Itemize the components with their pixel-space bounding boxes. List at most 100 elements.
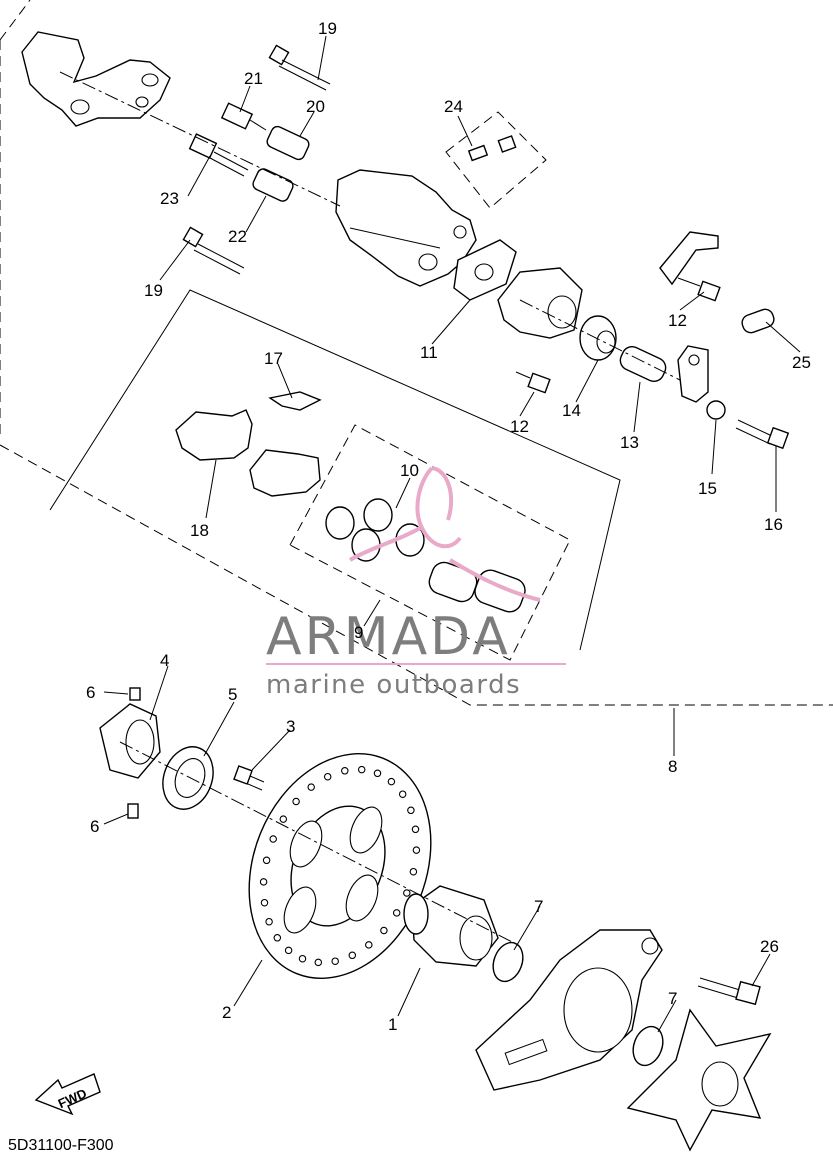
callout-5: 5 xyxy=(228,685,237,704)
disc-vent-hole xyxy=(365,941,373,949)
callout-11: 11 xyxy=(420,343,438,362)
center-line-mc xyxy=(519,299,681,381)
disc-vent-hole xyxy=(331,957,339,965)
brake-disc-2 xyxy=(248,753,432,979)
leader-lines xyxy=(103,35,801,1033)
callout-1: 1 xyxy=(388,1015,397,1034)
lower-group-border xyxy=(0,444,833,706)
disc-vent-hole xyxy=(262,856,271,865)
o-ring-7-b xyxy=(632,1025,664,1067)
callout-25: 25 xyxy=(792,353,811,372)
disc-vent-hole xyxy=(407,806,415,815)
disc-vent-hole xyxy=(260,898,269,907)
bracket-top xyxy=(659,231,719,286)
boot-22 xyxy=(252,168,294,202)
bolt-19-lower xyxy=(182,226,245,275)
pin-23 xyxy=(188,133,249,177)
disc-vent-hole xyxy=(412,846,421,854)
sleeve-4 xyxy=(99,703,161,779)
callout-24: 24 xyxy=(444,97,463,116)
callout-10: 10 xyxy=(400,461,419,480)
seal-group-border xyxy=(289,424,571,661)
disc-vent-hole xyxy=(380,926,388,935)
disc-vent-hole xyxy=(298,954,307,963)
callout-7a: 7 xyxy=(534,897,543,916)
bolt-12-left xyxy=(515,371,551,394)
callout-labels: 19 21 20 23 22 19 24 11 12 12 25 17 14 1… xyxy=(86,19,811,1034)
callout-3: 3 xyxy=(286,717,295,736)
washer-5 xyxy=(162,746,214,810)
callout-16: 16 xyxy=(764,515,783,534)
bleed-group-border xyxy=(445,111,547,209)
grease-nipple-6-top xyxy=(129,687,141,701)
master-cylinder xyxy=(497,267,583,339)
callout-22: 22 xyxy=(228,227,247,246)
callout-26: 26 xyxy=(760,937,779,956)
diagram-code: 5D31100-F300 xyxy=(8,1137,114,1154)
disc-vent-hole xyxy=(348,951,357,960)
callout-6a: 6 xyxy=(86,683,95,702)
lever-plate xyxy=(677,345,709,403)
callout-21: 21 xyxy=(244,69,263,88)
callout-17: 17 xyxy=(264,349,283,368)
bearing-carrier xyxy=(475,929,663,1091)
disc-vent-hole xyxy=(307,783,315,791)
upper-group-border xyxy=(0,0,31,41)
gasket-11 xyxy=(453,239,517,301)
callout-14: 14 xyxy=(562,401,581,420)
disc-vent-hole xyxy=(269,835,277,843)
watermark-tagline: marine outboards xyxy=(266,670,521,700)
callout-9: 9 xyxy=(354,623,363,642)
spring-25 xyxy=(741,308,775,334)
disc-vent-hole xyxy=(409,867,418,876)
callout-15: 15 xyxy=(698,479,717,498)
caliper-body xyxy=(335,169,477,287)
disc-vent-hole xyxy=(387,777,396,786)
disc-vent-hole xyxy=(265,917,273,926)
disc-vent-hole xyxy=(411,825,420,834)
bolt-26 xyxy=(697,977,761,1006)
watermark-brand: ARMADA xyxy=(266,607,511,667)
fwd-arrow-icon: FWD xyxy=(34,1073,101,1116)
disc-vent-hole xyxy=(273,934,282,942)
disc-vent-hole xyxy=(292,797,300,806)
disc-vent-hole xyxy=(398,790,407,798)
bolt-16 xyxy=(735,419,790,450)
disc-vent-hole xyxy=(392,909,401,917)
callout-12b: 12 xyxy=(510,417,529,436)
disc-vent-hole xyxy=(259,878,268,886)
bleed-screw-24 xyxy=(467,135,517,162)
armada-logo-mark xyxy=(348,466,541,602)
brake-pad-18-b xyxy=(249,449,321,497)
center-line-upper xyxy=(59,71,341,207)
pad-spring-17 xyxy=(268,391,322,411)
callout-4: 4 xyxy=(160,651,169,670)
brake-pad-18-a xyxy=(175,409,253,461)
pad-group-border xyxy=(49,289,621,651)
hub-1 xyxy=(403,885,499,967)
callout-13: 13 xyxy=(620,433,639,452)
callout-23: 23 xyxy=(160,189,179,208)
callout-6b: 6 xyxy=(90,817,99,836)
callout-19a: 19 xyxy=(318,19,337,38)
o-ring-7-a xyxy=(492,941,524,983)
grease-nipple-6-bottom xyxy=(127,803,139,819)
callout-2: 2 xyxy=(222,1003,231,1022)
callout-18: 18 xyxy=(190,521,209,540)
callout-8: 8 xyxy=(668,757,677,776)
disc-vent-hole xyxy=(403,889,411,897)
callout-7b: 7 xyxy=(668,989,677,1008)
callout-19b: 19 xyxy=(144,281,163,300)
disc-vent-holes xyxy=(259,765,421,967)
spring-13 xyxy=(619,345,667,383)
bolt-12-right xyxy=(677,277,721,302)
cup-14 xyxy=(579,315,617,361)
collar-15 xyxy=(706,400,726,420)
disc-vent-hole xyxy=(341,767,349,775)
caliper-bracket xyxy=(21,31,171,127)
bolt-19-upper xyxy=(268,44,331,91)
sprocket-hub xyxy=(626,1008,772,1152)
disc-vent-hole xyxy=(357,765,366,774)
pin-21 xyxy=(220,102,267,131)
disc-vent-hole xyxy=(323,772,332,781)
